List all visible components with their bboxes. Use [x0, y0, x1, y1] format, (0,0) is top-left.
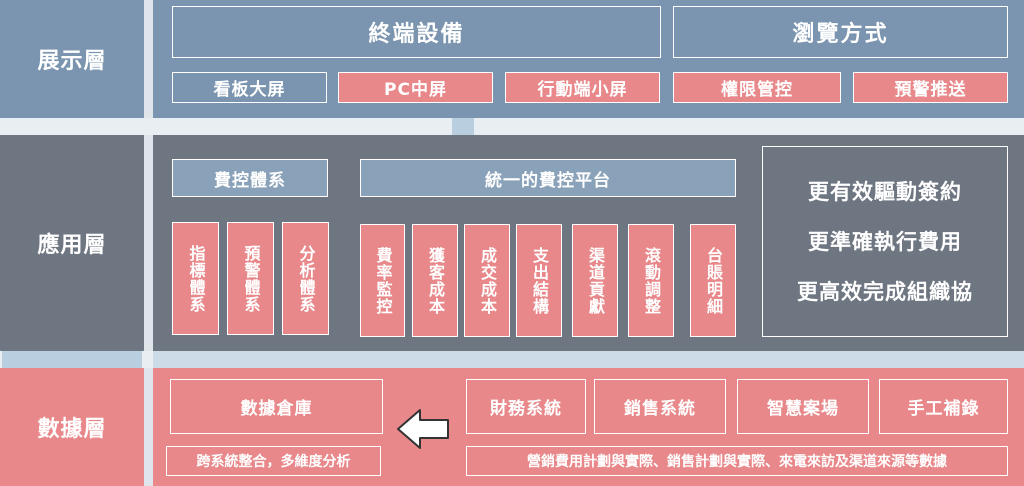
connector-strip-top — [0, 118, 1024, 135]
item-permission-control: 權限管控 — [673, 72, 841, 103]
goal-collaboration: 更高效完成組織協 — [797, 279, 973, 304]
source-smart-site: 智慧案場 — [737, 379, 869, 434]
sources-note: 營銷費用計劃與實際、銷售計劃與實際、來電來訪及渠道來源等數據 — [466, 446, 1008, 476]
item-alert-push: 預警推送 — [853, 72, 1008, 103]
goals-box: 更有效驅動簽約 更準確執行費用 更高效完成組織協 — [762, 146, 1008, 337]
platform-item-structure: 支出結構 — [516, 224, 562, 337]
connector-knob-panel — [153, 351, 1024, 368]
source-finance: 財務系統 — [466, 379, 586, 434]
connector-knob-top — [452, 118, 474, 135]
item-dashboard-screen: 看板大屏 — [172, 72, 327, 103]
data-panel — [153, 368, 1024, 486]
source-sales: 銷售系統 — [594, 379, 726, 434]
system-item-analysis: 分析體系 — [282, 222, 329, 335]
platform-item-rolling: 滾動調整 — [628, 224, 674, 337]
goal-signing: 更有效驅動簽約 — [808, 179, 962, 204]
header-terminal-devices: 終端設備 — [172, 6, 661, 58]
platform-item-deal: 成交成本 — [464, 224, 510, 337]
platform-item-acquisition: 獲客成本 — [412, 224, 458, 337]
goal-expense: 更準確執行費用 — [808, 229, 962, 254]
connector-knob-label — [2, 351, 142, 368]
item-pc-screen: PC中屏 — [338, 72, 493, 103]
cost-control-system-title: 費控體系 — [172, 159, 328, 197]
source-manual: 手工補錄 — [879, 379, 1008, 434]
item-mobile-screen: 行動端小屏 — [505, 72, 660, 103]
left-arrow-icon — [397, 409, 449, 449]
data-warehouse-box: 數據倉庫 — [170, 379, 383, 434]
platform-item-channel: 渠道貢獻 — [572, 224, 618, 337]
layer-label-data: 數據層 — [0, 368, 144, 486]
header-browse-mode: 瀏覽方式 — [673, 6, 1008, 58]
platform-item-rate: 費率監控 — [360, 224, 405, 337]
unified-platform-title: 統一的費控平台 — [360, 159, 736, 197]
system-item-warning: 預警體系 — [227, 222, 274, 335]
layer-label-presentation: 展示層 — [0, 0, 144, 118]
data-warehouse-note: 跨系統整合，多維度分析 — [166, 446, 381, 476]
layer-label-application: 應用層 — [0, 135, 144, 351]
platform-item-ledger: 台賬明細 — [690, 224, 736, 337]
system-item-indicator: 指標體系 — [172, 222, 219, 335]
